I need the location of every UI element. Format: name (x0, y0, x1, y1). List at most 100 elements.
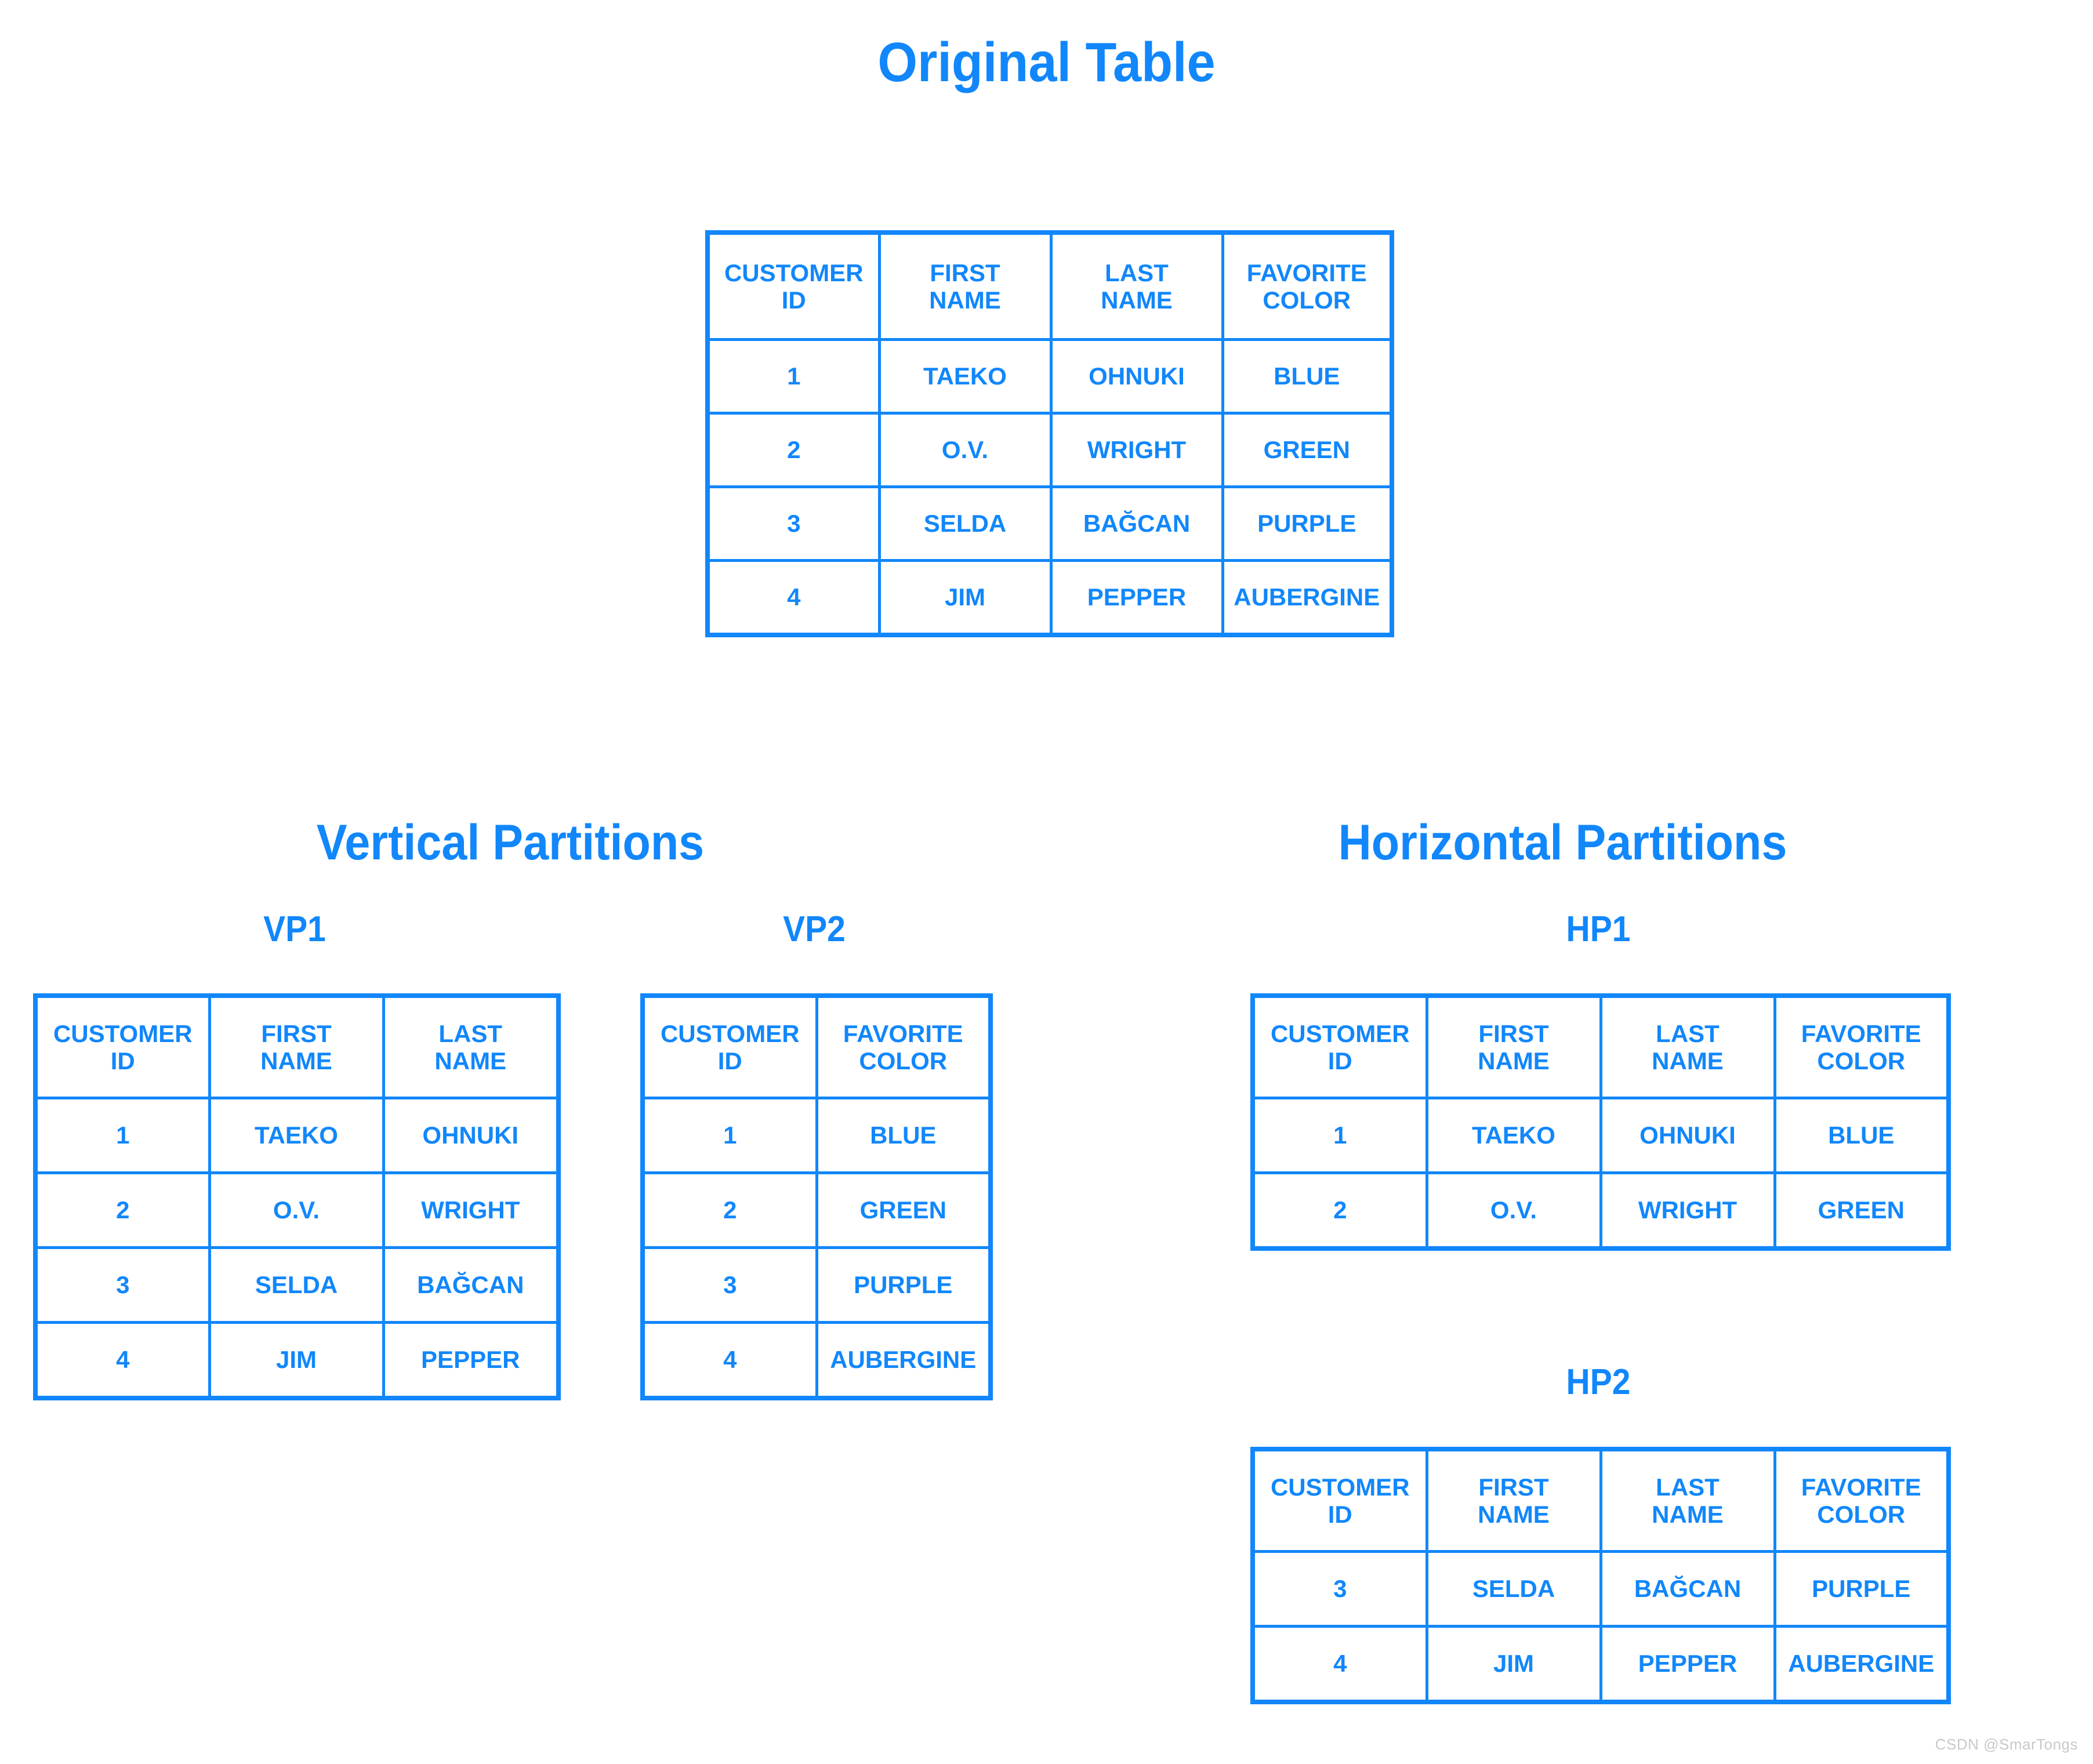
column-header: FIRST NAME (1425, 994, 1602, 1099)
table-cell: PURPLE (1221, 485, 1394, 562)
table-cell: 1 (34, 1097, 211, 1174)
subtitle-vp2: VP2 (783, 909, 846, 949)
column-header: CUSTOMER ID (34, 994, 211, 1099)
table-cell: 3 (706, 485, 881, 562)
table-cell: PURPLE (1773, 1550, 1950, 1628)
column-header: FIRST NAME (1425, 1447, 1602, 1553)
table-cell: 2 (641, 1171, 818, 1249)
subtitle-hp2: HP2 (1566, 1362, 1631, 1402)
table-cell: 1 (641, 1097, 818, 1174)
table-cell: BLUE (815, 1097, 992, 1174)
table-cell: SELDA (877, 485, 1053, 562)
section-title-horizontal-partitions: Horizontal Partitions (1338, 815, 1787, 870)
table-cell: 2 (34, 1171, 211, 1249)
table-cell: BLUE (1773, 1097, 1950, 1174)
table-cell: BLUE (1221, 338, 1394, 415)
table-cell: AUBERGINE (1221, 559, 1394, 637)
watermark: CSDN @SmarTongs (1935, 1736, 2078, 1753)
table-cell: 4 (34, 1321, 211, 1400)
column-header: FIRST NAME (877, 231, 1053, 341)
table-cell: BAĞCAN (1599, 1550, 1776, 1628)
table-cell: PEPPER (382, 1321, 560, 1400)
table-cell: PEPPER (1599, 1625, 1776, 1704)
column-header: LAST NAME (1599, 1447, 1776, 1553)
table-cell: WRIGHT (1599, 1171, 1776, 1250)
table-cell: JIM (877, 559, 1053, 637)
table-cell: PEPPER (1049, 559, 1224, 637)
table-cell: O.V. (1425, 1171, 1602, 1250)
table-cell: TAEKO (877, 338, 1053, 415)
column-header: FAVORITE COLOR (1221, 231, 1394, 341)
table-cell: OHNUKI (1049, 338, 1224, 415)
table-cell: OHNUKI (1599, 1097, 1776, 1174)
table-cell: GREEN (815, 1171, 992, 1249)
column-header: FAVORITE COLOR (1773, 1447, 1950, 1553)
table-cell: TAEKO (208, 1097, 385, 1174)
table-cell: GREEN (1773, 1171, 1950, 1250)
subtitle-vp1: VP1 (263, 909, 326, 949)
table-cell: PURPLE (815, 1246, 992, 1324)
table-cell: 4 (1251, 1625, 1428, 1704)
table-cell: AUBERGINE (815, 1321, 992, 1400)
column-header: FAVORITE COLOR (1773, 994, 1950, 1099)
table-cell: 1 (706, 338, 881, 415)
page-title-original-table: Original Table (877, 31, 1216, 93)
column-header: LAST NAME (382, 994, 560, 1099)
table-cell: JIM (208, 1321, 385, 1400)
column-header: LAST NAME (1599, 994, 1776, 1099)
column-header: CUSTOMER ID (1251, 1447, 1428, 1553)
column-header: CUSTOMER ID (1251, 994, 1428, 1099)
column-header: CUSTOMER ID (641, 994, 818, 1099)
table-cell: 3 (34, 1246, 211, 1324)
table-cell: 2 (1251, 1171, 1428, 1250)
column-header: LAST NAME (1049, 231, 1224, 341)
table-cell: 3 (641, 1246, 818, 1324)
table-cell: O.V. (877, 412, 1053, 488)
table-cell: BAĞCAN (382, 1246, 560, 1324)
table-cell: OHNUKI (382, 1097, 560, 1174)
table-cell: SELDA (208, 1246, 385, 1324)
table-cell: SELDA (1425, 1550, 1602, 1628)
subtitle-hp1: HP1 (1566, 909, 1631, 949)
table-cell: 1 (1251, 1097, 1428, 1174)
section-title-vertical-partitions: Vertical Partitions (316, 815, 705, 870)
table-cell: WRIGHT (1049, 412, 1224, 488)
table-cell: BAĞCAN (1049, 485, 1224, 562)
column-header: FIRST NAME (208, 994, 385, 1099)
table-cell: JIM (1425, 1625, 1602, 1704)
table-cell: WRIGHT (382, 1171, 560, 1249)
table-cell: 2 (706, 412, 881, 488)
table-cell: 3 (1251, 1550, 1428, 1628)
